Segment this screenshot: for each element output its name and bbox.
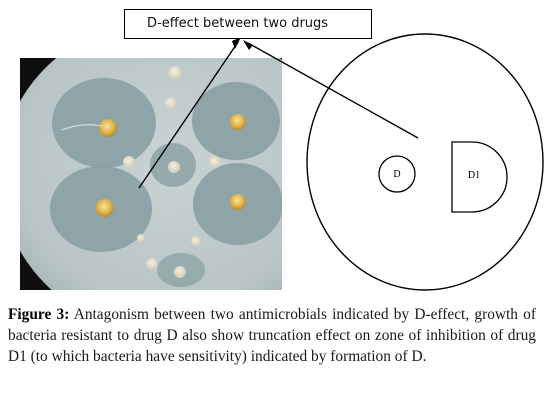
d-effect-label-box: D-effect between two drugs	[124, 9, 372, 39]
figure-illustration: D D1	[20, 33, 544, 291]
schematic-plate	[306, 33, 544, 291]
disc-d	[378, 155, 416, 193]
antibiotic-disc	[96, 199, 114, 217]
antibiotic-disc	[230, 114, 246, 130]
antibiotic-disc	[165, 97, 177, 109]
antibiotic-disc	[230, 194, 246, 210]
caption-label: Figure 3:	[8, 306, 70, 323]
antibiotic-disc	[146, 258, 158, 270]
figure-caption: Figure 3: Antagonism between two antimic…	[8, 304, 536, 367]
disc-d1-label: D1	[468, 170, 480, 181]
antibiotic-disc	[168, 66, 182, 80]
caption-text: Antagonism between two antimicrobials in…	[8, 306, 537, 365]
disc-d1	[451, 141, 508, 213]
antibiotic-disc	[137, 234, 145, 242]
petri-dish-photo	[20, 58, 282, 290]
arrow-to-photo	[138, 37, 241, 189]
antibiotic-disc	[191, 236, 201, 246]
antibiotic-disc	[123, 156, 135, 168]
antibiotic-disc	[174, 266, 186, 278]
antibiotic-disc	[209, 156, 221, 168]
antibiotic-disc	[168, 161, 180, 173]
disc-d-label: D	[393, 169, 400, 180]
d-effect-label-text: D-effect between two drugs	[147, 16, 329, 31]
arrow-to-schematic	[243, 40, 419, 139]
antibiotic-disc	[99, 119, 117, 137]
